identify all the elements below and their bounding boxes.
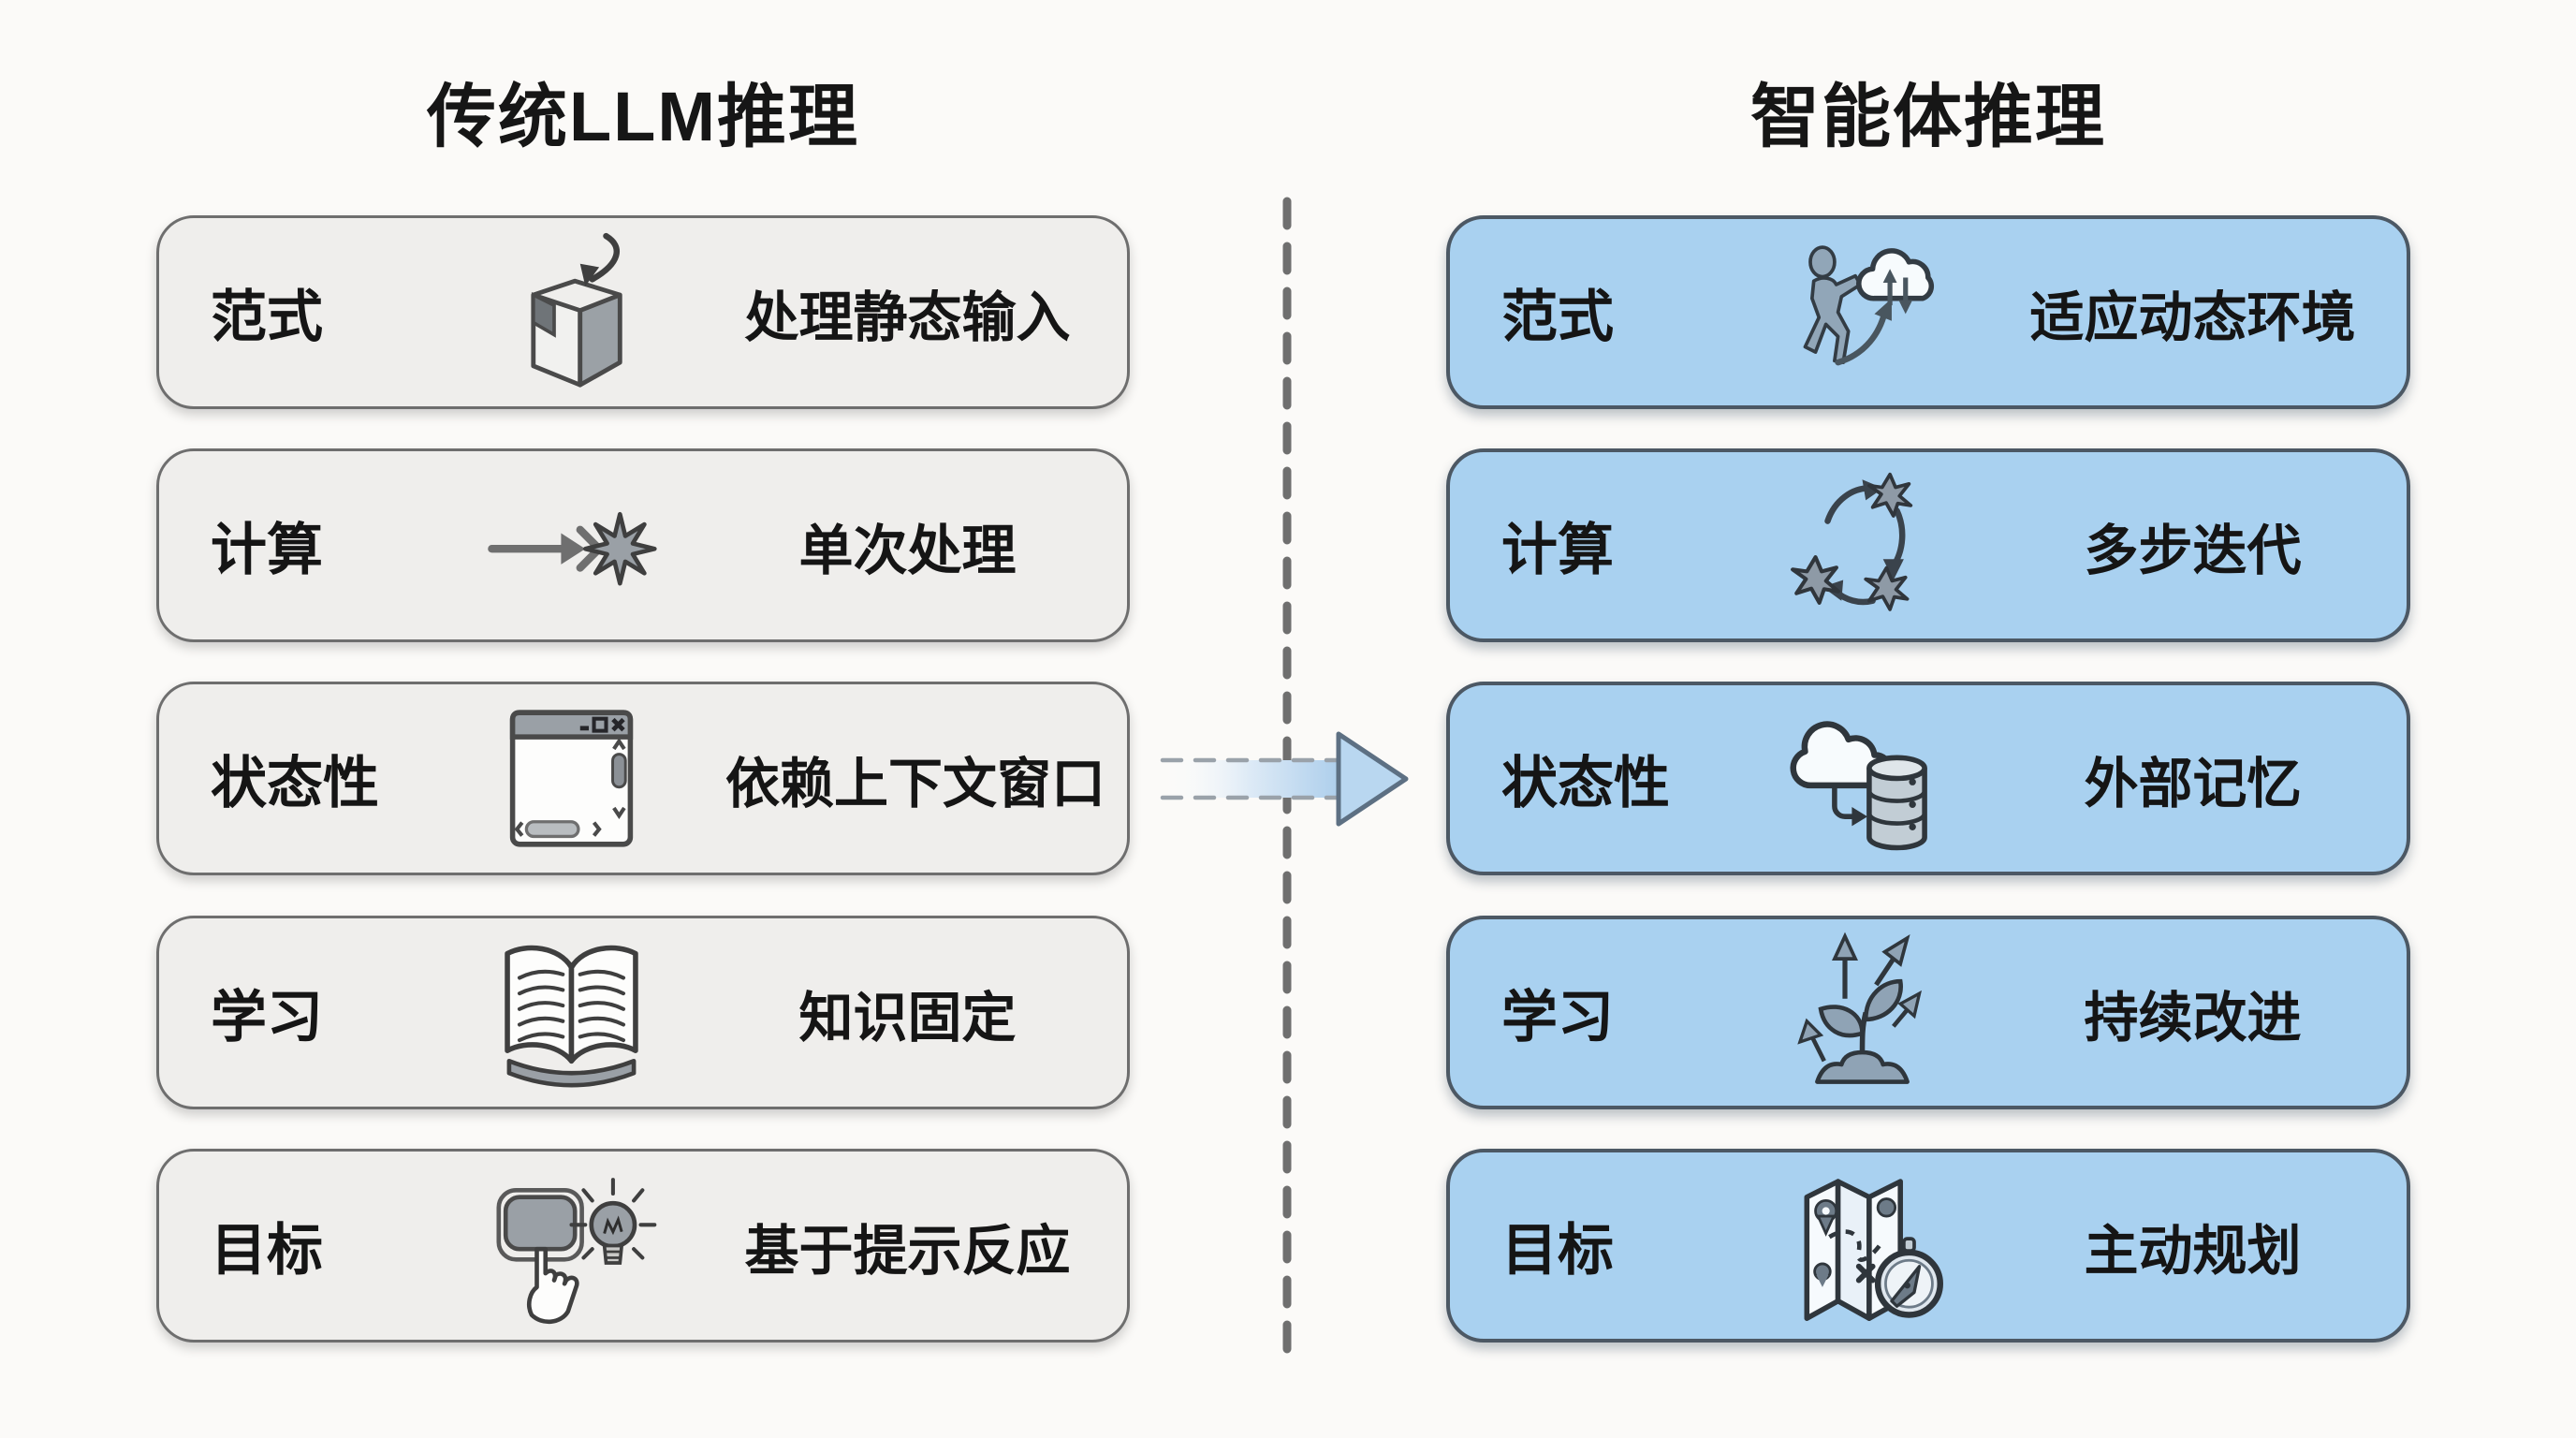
row-description: 主动规划 [2084,1220,2302,1282]
transition-arrow-icon [1160,731,1409,827]
left-row-learning: 学习 知识固定 [156,916,1130,1109]
row-label: 状态性 [211,752,379,814]
left-row-computation: 计算 单次处理 [156,448,1130,642]
row-description: 依赖上下文窗口 [725,753,1106,814]
row-description: 处理静态输入 [744,286,1071,348]
agent-dynamic-environment-icon [1776,226,1949,399]
growth-sprout-icon [1776,926,1949,1099]
row-description: 外部记忆 [2084,753,2302,814]
prompt-press-lightbulb-icon [485,1159,658,1332]
left-row-paradigm: 范式 处理静态输入 [156,215,1130,409]
row-description: 多步迭代 [2084,520,2302,581]
left-column-title: 传统LLM推理 [426,78,860,155]
row-label: 目标 [211,1219,323,1282]
row-description: 基于提示反应 [744,1220,1071,1282]
cloud-database-icon [1776,692,1949,865]
right-row-learning: 学习 持续改进 [1446,916,2410,1109]
row-label: 范式 [1501,286,1614,348]
row-description: 适应动态环境 [2029,286,2356,348]
agent-reasoning-column: 范式 适应动态环境 计算 [1446,0,2410,1438]
single-pass-arrow-burst-icon [485,459,658,632]
row-label: 学习 [211,986,323,1049]
row-label: 计算 [1501,519,1614,581]
map-compass-icon [1776,1159,1949,1332]
open-book-icon [485,926,658,1099]
context-window-icon [485,692,658,865]
row-description: 知识固定 [798,987,1017,1049]
left-row-statefulness: 状态性 依赖上下文窗口 [156,682,1130,875]
row-label: 计算 [211,519,323,581]
right-row-paradigm: 范式 适应动态环境 [1446,215,2410,409]
package-receive-icon [485,226,658,399]
right-row-computation: 计算 多步迭代 [1446,448,2410,642]
left-row-goal: 目标 [156,1149,1130,1343]
multi-step-cycle-icon [1776,459,1949,632]
right-row-goal: 目标 [1446,1149,2410,1343]
row-description: 持续改进 [2084,987,2302,1049]
row-description: 单次处理 [798,520,1017,581]
right-column-title: 智能体推理 [1750,78,2106,155]
row-label: 目标 [1501,1219,1614,1282]
row-label: 范式 [211,286,323,348]
right-row-statefulness: 状态性 外部记忆 [1446,682,2410,875]
traditional-llm-column: 范式 处理静态输入 计算 [156,0,1130,1438]
row-label: 学习 [1501,986,1614,1049]
row-label: 状态性 [1501,752,1670,814]
